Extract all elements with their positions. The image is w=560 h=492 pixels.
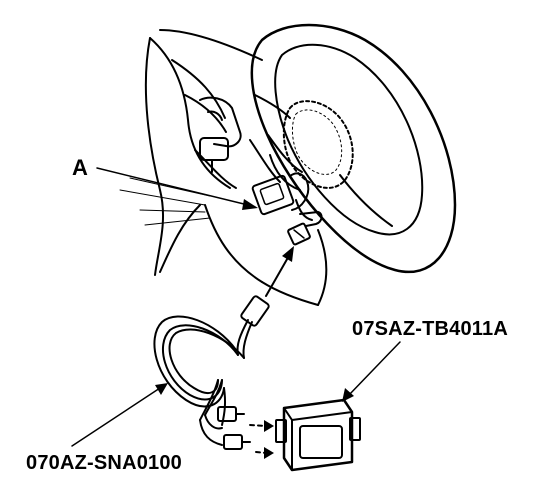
callout-a-leader xyxy=(96,167,258,210)
ignition-housing xyxy=(199,96,242,173)
column-connector xyxy=(249,134,323,246)
callout-harness-leader xyxy=(71,383,168,447)
plug-in-arrows xyxy=(249,420,274,459)
callout-tester-leader xyxy=(342,341,401,402)
callout-tester-part-number: 07SAZ-TB4011A xyxy=(352,318,508,340)
harness-cable xyxy=(153,295,270,450)
callout-a: A xyxy=(72,155,88,180)
connection-arrow xyxy=(265,246,294,297)
tester-box xyxy=(275,398,361,472)
steering-wheel xyxy=(250,23,457,274)
callout-harness-part-number: 070AZ-SNA0100 xyxy=(26,452,183,474)
